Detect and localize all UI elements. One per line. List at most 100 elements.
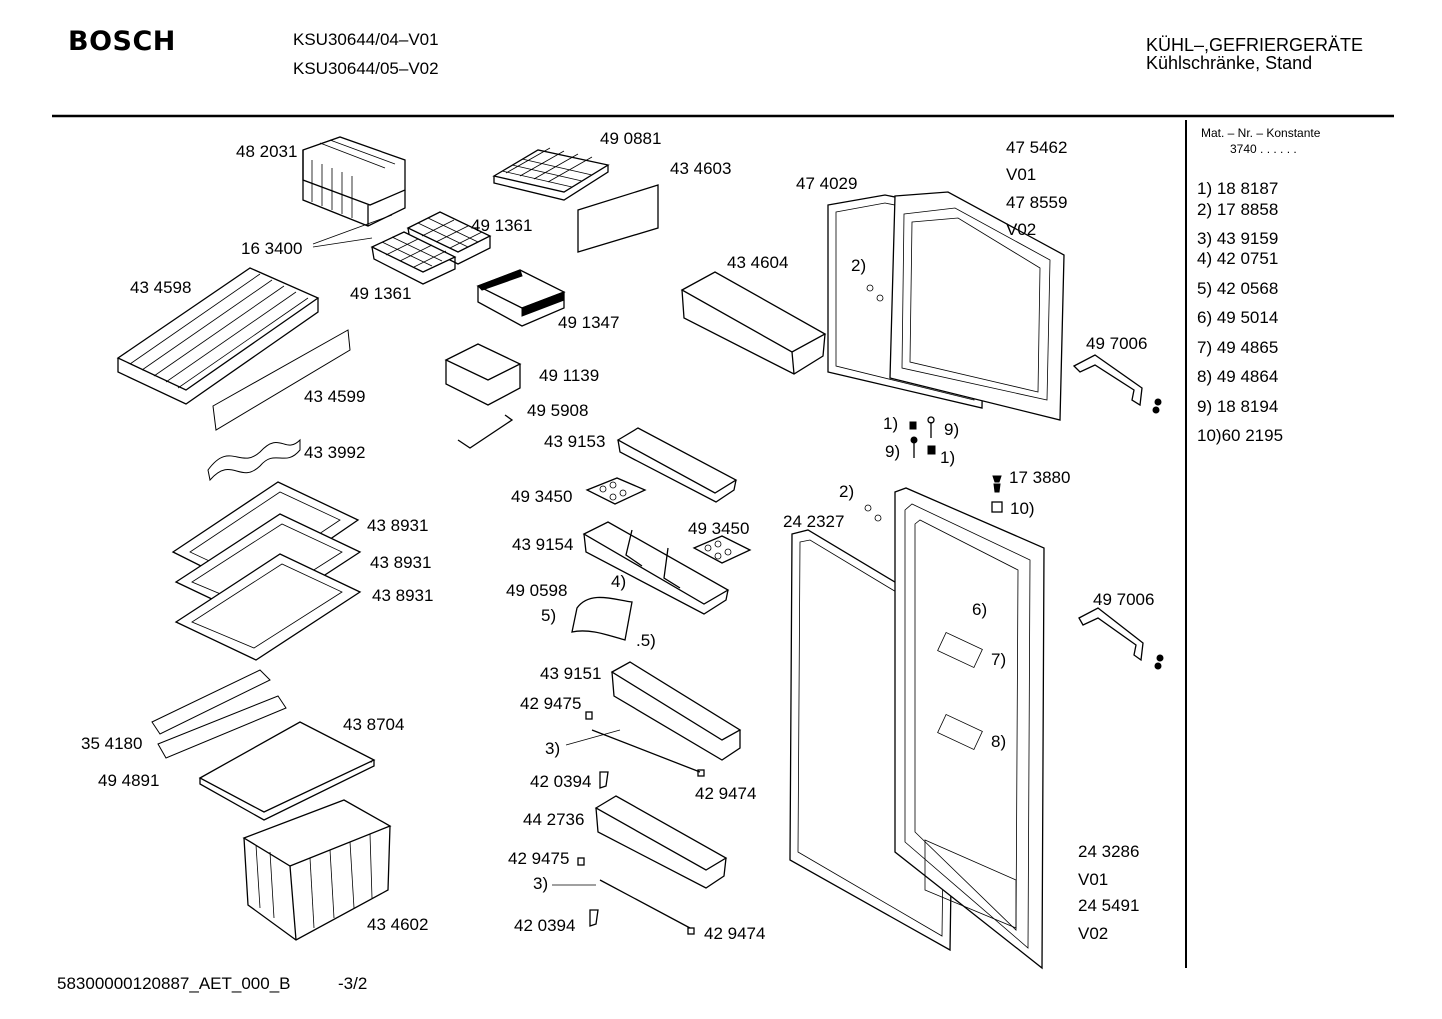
fridge-door-drawing xyxy=(894,487,1045,970)
sidebar-item-10: 10)60 2195 xyxy=(1197,426,1284,445)
callout-label: 2) xyxy=(839,482,855,501)
sidebar-item-6: 6) 49 5014 xyxy=(1197,308,1279,327)
callout-label: 3) xyxy=(545,739,561,758)
part-label: 49 1361 xyxy=(350,284,412,303)
part-label: 43 4598 xyxy=(130,278,192,297)
part-label: 42 9474 xyxy=(695,784,757,803)
ice-container-drawing xyxy=(302,136,406,227)
callout-label: 3) xyxy=(533,874,549,893)
part-label: 47 4029 xyxy=(796,174,858,193)
part-label: 35 4180 xyxy=(81,734,143,753)
part-label: 43 4604 xyxy=(727,253,789,272)
handle-upper-drawing xyxy=(1072,354,1162,414)
part-label: 42 9475 xyxy=(508,849,570,868)
freezer-flap-drawing xyxy=(577,184,659,253)
part-label: 49 5908 xyxy=(527,401,589,420)
part-label: 49 0598 xyxy=(506,581,568,600)
door-shelf-439151-drawing xyxy=(610,661,742,761)
part-label: 42 0394 xyxy=(514,916,576,935)
part-label: 49 4891 xyxy=(98,771,160,790)
hinge-strip-lower-drawing xyxy=(157,695,287,759)
ice-tray-upper-drawing xyxy=(406,211,492,265)
callout-label: 1) xyxy=(940,448,956,467)
callout-label: 5) xyxy=(541,606,557,625)
rod-upper-drawing xyxy=(591,729,701,773)
hinge-strip-upper-drawing xyxy=(151,669,271,735)
egg-tray-upper-drawing xyxy=(585,477,647,505)
brand-logo: BOSCH xyxy=(68,26,176,57)
document-id: 58300000120887_AET_000_B xyxy=(57,974,291,993)
variant-label: V01 xyxy=(1078,870,1109,889)
freezer-basket-drawing xyxy=(116,267,320,405)
part-label: 43 4602 xyxy=(367,915,429,934)
part-label: 24 5491 xyxy=(1078,896,1140,915)
small-drawer-drawing xyxy=(444,343,522,406)
part-label: 43 9154 xyxy=(512,535,574,554)
part-label: 43 8931 xyxy=(370,553,432,572)
freezer-door-shelf-drawing xyxy=(680,271,827,375)
flap-490598-drawing xyxy=(571,596,633,641)
sidebar-item-9: 9) 18 8194 xyxy=(1197,397,1279,416)
part-label: 17 3880 xyxy=(1009,468,1071,487)
door-shelf-439154-drawing xyxy=(582,521,730,615)
model-number-1: KSU30644/04–V01 xyxy=(293,30,439,49)
bottle-rack-drawing xyxy=(207,438,301,482)
callout-label: 9) xyxy=(885,442,901,461)
part-label: 49 0881 xyxy=(600,129,662,148)
sidebar-constant: 3740 . . . . . . xyxy=(1230,142,1297,156)
part-label: 43 9153 xyxy=(544,432,606,451)
bracket-drawing xyxy=(457,414,514,449)
freezer-door-drawing xyxy=(889,191,1065,421)
part-label: 49 7006 xyxy=(1093,590,1155,609)
variant-label: V02 xyxy=(1078,924,1109,943)
part-label: 42 9474 xyxy=(704,924,766,943)
category-title: KÜHL–,GEFRIERGERÄTE xyxy=(1146,35,1364,55)
part-label: 49 7006 xyxy=(1086,334,1148,353)
part-label: 43 3992 xyxy=(304,443,366,462)
handle-lower-drawing xyxy=(1078,607,1164,670)
part-label: 43 9151 xyxy=(540,664,602,683)
part-label: 42 0394 xyxy=(530,772,592,791)
rod-lower-drawing xyxy=(599,879,691,929)
sidebar-item-4: 4) 42 0751 xyxy=(1197,249,1279,268)
sidebar-item-2: 2) 17 8858 xyxy=(1197,200,1279,219)
callout-label: 6) xyxy=(972,600,988,619)
part-label: 43 4599 xyxy=(304,387,366,406)
sidebar-title: Mat. – Nr. – Konstante xyxy=(1201,126,1321,140)
part-label: 47 5462 xyxy=(1006,138,1068,157)
sidebar-item-5: 5) 42 0568 xyxy=(1197,279,1279,298)
model-number-2: KSU30644/05–V02 xyxy=(293,59,439,78)
part-label: 43 4603 xyxy=(670,159,732,178)
part-label: 24 3286 xyxy=(1078,842,1140,861)
callout-label: 9) xyxy=(944,420,960,439)
part-label: 16 3400 xyxy=(241,239,303,258)
callout-label: 7) xyxy=(991,650,1007,669)
crisper-cover-drawing xyxy=(198,721,376,821)
freezer-grid-shelf-drawing xyxy=(492,147,610,201)
egg-tray-lower-drawing xyxy=(692,535,752,564)
part-label: 43 8704 xyxy=(343,715,405,734)
page-number: -3/2 xyxy=(338,974,368,993)
callout-label: 2) xyxy=(851,256,867,275)
part-label: 49 3450 xyxy=(688,519,750,538)
part-label: 43 8931 xyxy=(367,516,429,535)
sidebar-item-1: 1) 18 8187 xyxy=(1197,179,1279,198)
door-shelf-439153-drawing xyxy=(616,427,738,503)
part-label: 24 2327 xyxy=(783,512,845,531)
part-label: 44 2736 xyxy=(523,810,585,829)
part-label: 42 9475 xyxy=(520,694,582,713)
glass-shelf-3-drawing xyxy=(174,553,362,661)
callout-label: 10) xyxy=(1010,499,1035,518)
part-label: 49 3450 xyxy=(511,487,573,506)
callout-label: .5) xyxy=(636,631,656,650)
drawer-frame-drawing xyxy=(476,269,566,327)
variant-label: V01 xyxy=(1006,165,1037,184)
part-label: 49 1139 xyxy=(539,366,600,385)
shelf-strip-drawing xyxy=(212,329,351,431)
door-shelf-442736-drawing xyxy=(594,795,728,889)
hardware-parts-drawing xyxy=(864,284,1003,522)
category-subtitle: Kühlschränke, Stand xyxy=(1146,53,1313,73)
ice-tray-lower-drawing xyxy=(370,231,457,285)
part-label: 49 1347 xyxy=(558,313,620,332)
